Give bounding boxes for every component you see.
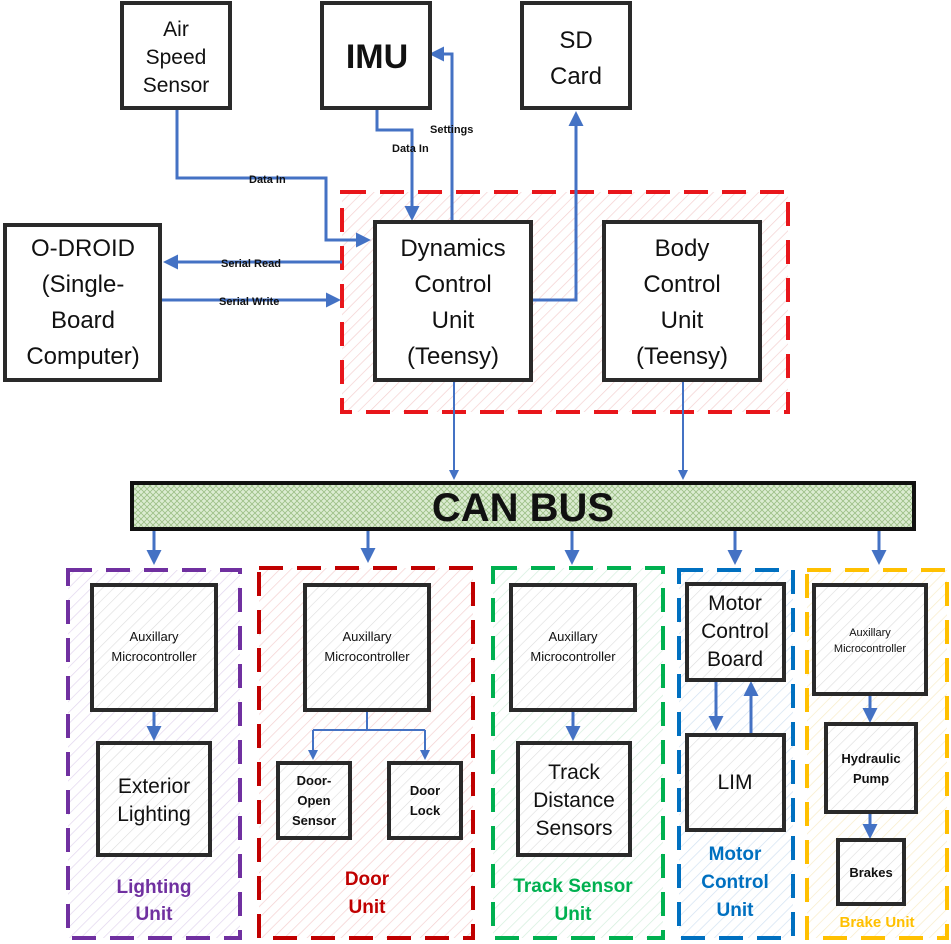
- body-control-unit-node: Body Control Unit (Teensy): [602, 220, 762, 382]
- track-sensors-line2: Distance: [533, 789, 615, 812]
- track-sensors-line1: Track: [548, 761, 600, 784]
- track-aux-line2: Microcontroller: [530, 649, 616, 664]
- exterior-lighting-line1: Exterior: [118, 775, 190, 798]
- track-aux-microcontroller: Auxillary Microcontroller: [509, 583, 637, 712]
- data-in-imu-label: Data In: [392, 143, 429, 155]
- pump-line1: Hydraulic: [841, 751, 900, 766]
- air-speed-sensor-line1: Air: [163, 18, 189, 41]
- lim-label: LIM: [717, 771, 752, 794]
- imu-node: IMU: [320, 1, 432, 110]
- hydraulic-pump-node: Hydraulic Pump: [824, 722, 918, 814]
- odroid-line4: Computer): [26, 343, 139, 370]
- sd-card-node: SD Card: [520, 1, 632, 110]
- door-open-sensor-node: Door- Open Sensor: [276, 761, 352, 840]
- serial-read-label: Serial Read: [221, 258, 281, 270]
- brake-aux-line1: Auxillary: [849, 627, 891, 639]
- door-lock-line1: Door: [410, 783, 440, 798]
- motor-board-line1: Motor: [708, 592, 762, 615]
- settings-label: Settings: [430, 124, 473, 136]
- track-unit-label-line2: Unit: [555, 904, 593, 925]
- motor-board-line2: Control: [701, 620, 769, 643]
- exterior-lighting-line2: Lighting: [117, 803, 191, 826]
- dcu-line3: Unit: [432, 307, 475, 334]
- door-aux-line1: Auxillary: [342, 629, 392, 644]
- track-sensors-line3: Sensors: [535, 817, 612, 840]
- door-unit-label-line1: Door: [345, 869, 390, 890]
- odroid-node: O-DROID (Single- Board Computer): [3, 223, 162, 382]
- track-aux-line1: Auxillary: [548, 629, 598, 644]
- door-aux-line2: Microcontroller: [324, 649, 410, 664]
- odroid-line3: Board: [51, 307, 115, 334]
- pump-line2: Pump: [853, 771, 889, 786]
- can-bus-label: CAN BUS: [432, 486, 614, 530]
- door-lock-node: Door Lock: [387, 761, 463, 840]
- lim-node: LIM: [685, 733, 786, 832]
- brake-unit-label: Brake Unit: [839, 914, 914, 931]
- brakes-label: Brakes: [849, 865, 892, 880]
- dynamics-control-unit-node: Dynamics Control Unit (Teensy): [373, 220, 533, 382]
- bcu-line4: (Teensy): [636, 343, 728, 370]
- motor-board-line3: Board: [707, 648, 763, 671]
- air-speed-sensor-node: Air Speed Sensor: [120, 1, 232, 110]
- lighting-aux-line2: Microcontroller: [111, 649, 197, 664]
- motor-unit-label-line3: Unit: [717, 900, 755, 921]
- door-open-sensor-line1: Door-: [297, 773, 332, 788]
- bcu-line3: Unit: [661, 307, 704, 334]
- motor-unit-label-line2: Control: [701, 872, 769, 893]
- door-aux-split-line: [313, 710, 425, 731]
- odroid-line2: (Single-: [42, 271, 125, 298]
- track-distance-sensors-node: Track Distance Sensors: [516, 741, 632, 857]
- serial-write-label: Serial Write: [219, 296, 279, 308]
- bcu-line1: Body: [655, 235, 710, 262]
- brake-aux-line2: Microcontroller: [834, 643, 906, 655]
- door-open-sensor-line2: Open: [297, 793, 330, 808]
- dcu-line2: Control: [414, 271, 491, 298]
- bcu-line2: Control: [643, 271, 720, 298]
- odroid-line1: O-DROID: [31, 235, 135, 262]
- track-unit-label-line1: Track Sensor: [513, 876, 633, 897]
- door-open-sensor-line3: Sensor: [292, 813, 336, 828]
- door-aux-microcontroller: Auxillary Microcontroller: [303, 583, 431, 712]
- door-unit-label-line2: Unit: [349, 897, 387, 918]
- sd-card-line1: SD: [559, 27, 592, 54]
- exterior-lighting-node: Exterior Lighting: [96, 741, 212, 857]
- dcu-to-sd-card-arrow: [532, 111, 584, 302]
- air-speed-sensor-line2: Speed: [146, 46, 207, 69]
- dcu-line1: Dynamics: [400, 235, 505, 262]
- dcu-to-imu-settings-arrow: [429, 46, 454, 222]
- data-in-air-label: Data In: [249, 174, 286, 186]
- door-lock-line2: Lock: [410, 803, 441, 818]
- air-speed-to-dcu-arrow: [175, 108, 371, 248]
- dcu-line4: (Teensy): [407, 343, 499, 370]
- brake-aux-microcontroller: Auxillary Microcontroller: [812, 583, 928, 696]
- brakes-node: Brakes: [836, 838, 906, 906]
- imu-label: IMU: [346, 38, 408, 76]
- sd-card-line2: Card: [550, 63, 602, 90]
- lighting-aux-line1: Auxillary: [129, 629, 179, 644]
- can-bus: CAN BUS: [130, 481, 916, 531]
- lighting-aux-microcontroller: Auxillary Microcontroller: [90, 583, 218, 712]
- lighting-unit-label-line2: Unit: [136, 904, 174, 925]
- air-speed-sensor-line3: Sensor: [143, 74, 210, 97]
- lighting-unit-label-line1: Lighting: [117, 877, 192, 898]
- motor-unit-label-line1: Motor: [709, 844, 762, 865]
- imu-to-dcu-arrow: [375, 108, 420, 221]
- motor-control-board-node: Motor Control Board: [685, 582, 786, 682]
